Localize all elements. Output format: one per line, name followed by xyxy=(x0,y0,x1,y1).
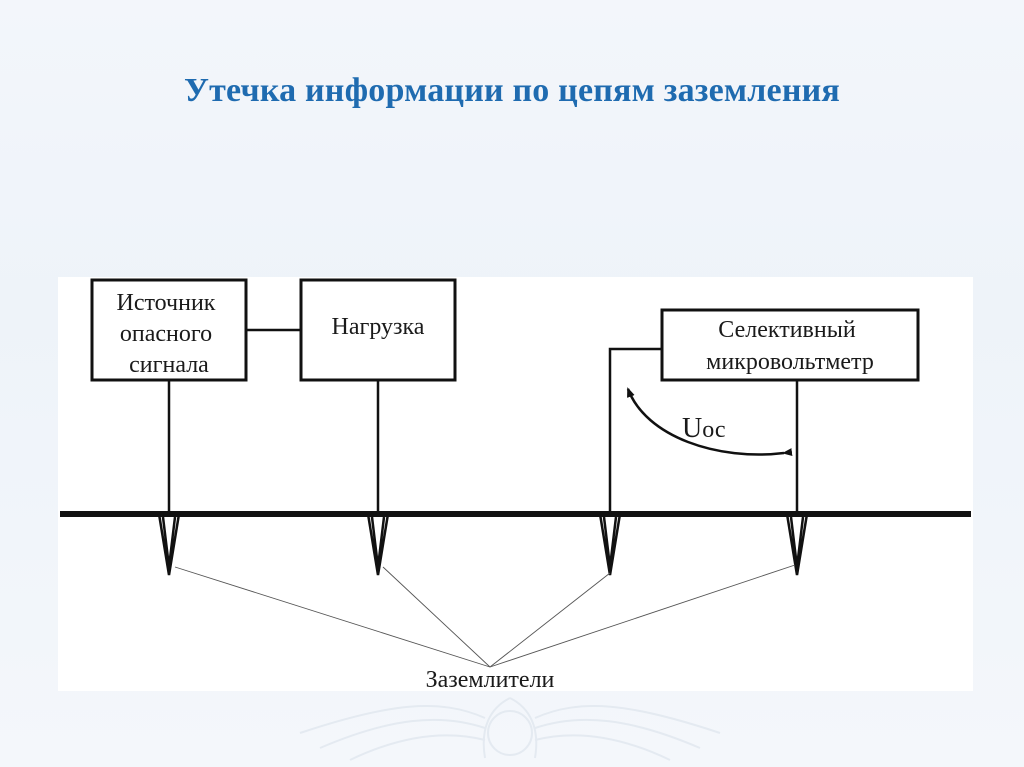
source-label-line-1: Источник xyxy=(117,290,216,316)
voltmeter-label-line-1: Селективный xyxy=(718,317,856,343)
voltmeter-block xyxy=(660,308,920,382)
diagram-panel: Источник опасного сигнала Нагрузка Селек… xyxy=(58,277,973,691)
voltage-arrow xyxy=(626,387,793,457)
load-block-label: Нагрузка xyxy=(332,314,425,340)
grounding-leak-diagram: Источник опасного сигнала Нагрузка Селек… xyxy=(60,278,971,691)
source-label-line-2: опасного xyxy=(120,321,212,347)
voltmeter-left-lead xyxy=(608,347,662,514)
ground-electrode-3 xyxy=(598,513,622,576)
slide-title: Утечка информации по цепям заземления xyxy=(183,72,841,109)
voltage-label-sub: ос xyxy=(702,417,725,443)
ground-electrode-2 xyxy=(366,513,390,576)
voltmeter-label-line-2: микровольтметр xyxy=(706,349,874,375)
source-label-line-3: сигнала xyxy=(129,352,209,378)
ground-leader-lines xyxy=(174,564,796,668)
ground-label: Заземлители xyxy=(426,667,555,691)
emblem-watermark xyxy=(299,697,721,761)
ground-electrode-1 xyxy=(157,513,181,576)
voltage-label-main: U xyxy=(682,413,702,444)
source-block-label: Источник опасного сигнала xyxy=(117,290,222,378)
ground-electrode-4 xyxy=(785,513,809,576)
voltage-label: Uос xyxy=(682,413,725,444)
voltmeter-block-label: Селективный микровольтметр xyxy=(706,317,874,375)
load-block xyxy=(299,278,457,382)
